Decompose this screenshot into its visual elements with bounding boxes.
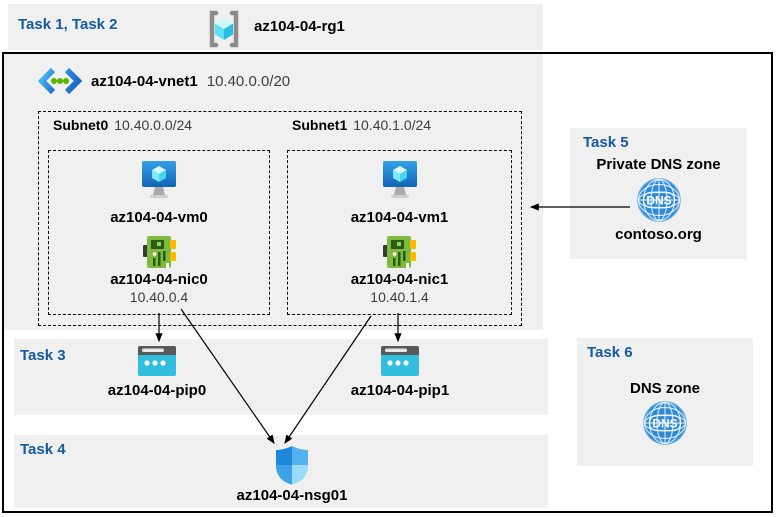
public-ip-icon [138,346,176,376]
task6-box: Task 6 DNS zone DNS [577,338,753,466]
task1-band: Task 1, Task 2 az104-04-rg1 [8,4,543,50]
subnet1-name: Subnet1 [292,117,348,133]
vnet-name: az104-04-vnet1 [91,72,198,90]
private-dns-zone-title: Private DNS zone [596,156,721,173]
task4-label: Task 4 [20,441,66,458]
resource-group-icon [209,10,239,48]
dns-text: DNS [646,194,671,208]
pip1-group: az104-04-pip1 [335,346,465,399]
pip0-group: az104-04-pip0 [92,346,222,399]
task1-label: Task 1, Task 2 [18,16,118,33]
pip0-name: az104-04-pip0 [107,382,207,399]
network-interface-icon [383,236,416,268]
nic1-name: az104-04-nic1 [350,271,449,288]
subnet0-name: Subnet0 [53,117,109,133]
dns-zone-group: DNS zone DNS [577,380,753,445]
subnet1-header: Subnet1 10.40.1.0/24 [292,117,431,133]
pip1-name: az104-04-pip1 [350,382,450,399]
network-security-group-icon [276,446,308,485]
vnet-header: az104-04-vnet1 10.40.0.0/20 [38,66,290,96]
subnet1-cidr: 10.40.1.0/24 [353,117,432,133]
task4-band: Task 4 az104-04-nsg01 [14,435,548,508]
nic0-ip: 10.40.0.4 [129,289,189,305]
dns-icon: DNS [636,178,681,222]
nic0-name: az104-04-nic0 [110,271,208,288]
network-interface-icon [142,236,176,268]
environment-border [2,52,773,513]
task6-label: Task 6 [587,344,633,361]
vm0-name: az104-04-vm0 [110,209,208,226]
vnet-box: az104-04-vnet1 10.40.0.0/20 Subnet0 10.4… [4,54,543,330]
dns-text: DNS [652,417,677,431]
dns-icon: DNS [643,401,687,445]
subnet0-cidr: 10.40.0.0/24 [114,117,193,133]
virtual-machine-icon [142,161,176,198]
task5-box: Task 5 Private DNS zone DNS contoso.org [570,128,747,259]
subnets-container [38,111,522,326]
subnet0-content: az104-04-vm0 az104-04-nic0 10.40.0.4 [49,161,269,305]
subnet1-content: az104-04-vm1 az104-04-nic1 10.40.1.4 [288,161,511,305]
task3-label: Task 3 [20,347,66,364]
subnet1-box: az104-04-vm1 az104-04-nic1 10.40.1.4 [287,150,512,315]
private-dns-zone-name: contoso.org [615,226,702,243]
private-dns-group: Private DNS zone DNS contoso.org [570,156,747,243]
subnet0-header: Subnet0 10.40.0.0/24 [53,117,192,133]
nsg-name: az104-04-nsg01 [236,487,348,504]
dns-zone-title: DNS zone [629,380,700,397]
subnet0-box: az104-04-vm0 az104-04-nic0 10.40.0.4 [48,150,270,315]
vm1-name: az104-04-vm1 [350,209,449,226]
nsg-group: az104-04-nsg01 [212,445,372,504]
nic1-ip: 10.40.1.4 [370,289,429,305]
vnet-cidr: 10.40.0.0/20 [206,72,291,90]
public-ip-icon [381,346,419,376]
task3-band: Task 3 az104-04-pip0 az104-04-pip1 [14,339,548,415]
resource-group-name: az104-04-rg1 [254,18,345,35]
virtual-network-icon [38,67,82,95]
task5-label: Task 5 [583,134,629,151]
virtual-machine-icon [382,161,417,198]
